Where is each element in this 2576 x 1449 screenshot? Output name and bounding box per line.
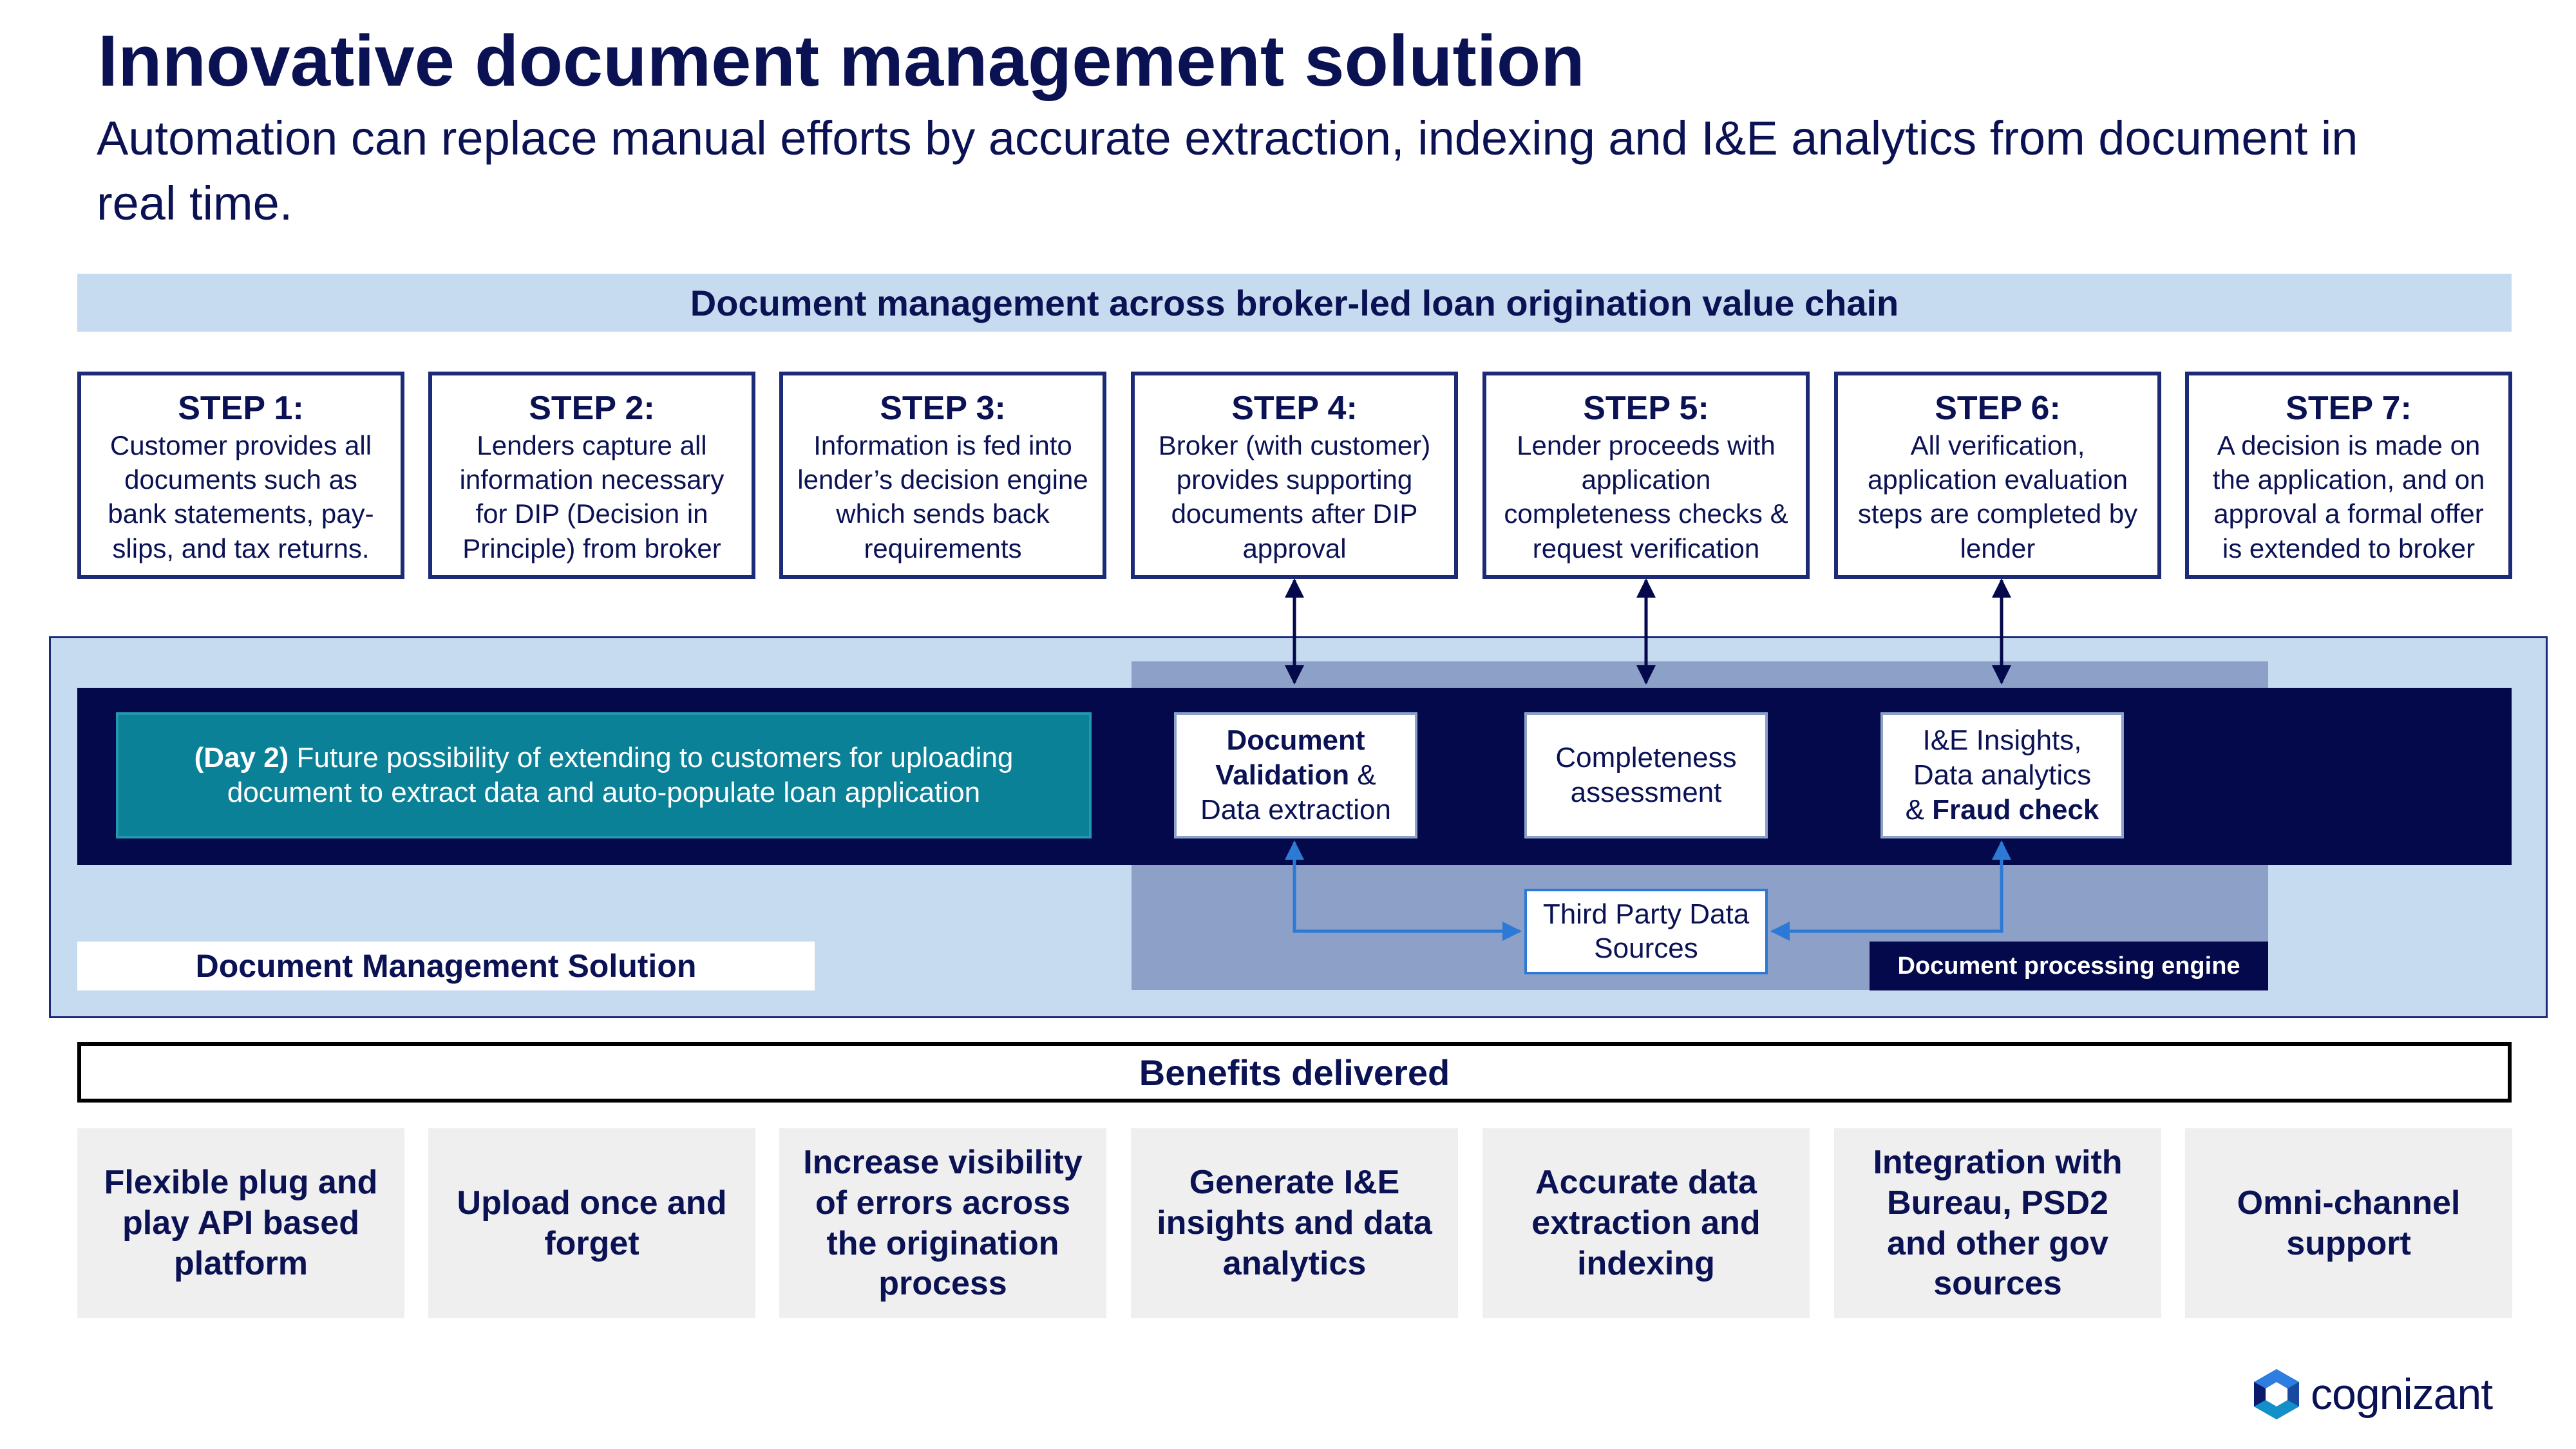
day2-text: Future possibility of extending to custo… (227, 742, 1014, 808)
third-party-data-sources-box: Third Party Data Sources (1524, 889, 1768, 974)
step-title: STEP 5: (1583, 390, 1709, 427)
step-description: Customer provides all documents such as … (108, 430, 374, 564)
benefit-card: Increase visibility of errors across the… (779, 1128, 1106, 1318)
insights-text-2: Data analytics (1913, 759, 2092, 791)
benefit-card: Upload once and forget (428, 1128, 755, 1318)
benefit-card: Omni-channel support (2185, 1128, 2512, 1318)
benefit-card: Generate I&E insights and data analytics (1131, 1128, 1458, 1318)
step-6-box: STEP 6: All verification, application ev… (1834, 372, 2161, 579)
benefit-card: Flexible plug and play API based platfor… (77, 1128, 404, 1318)
doc-validation-rest: Data extraction (1200, 793, 1391, 826)
step-2-box: STEP 2: Lenders capture all information … (428, 372, 755, 579)
doc-validation-bold: Document Validation (1215, 724, 1365, 791)
step-title: STEP 1: (178, 390, 304, 427)
step-description: All verification, application evaluation… (1857, 430, 2138, 564)
step-description: Lenders capture all information necessar… (459, 430, 724, 564)
benefits-header: Benefits delivered (77, 1042, 2512, 1103)
step-title: STEP 7: (2286, 390, 2412, 427)
page-title: Innovative document management solution (98, 21, 1585, 101)
insights-amp: & (1905, 793, 1933, 826)
benefit-card: Accurate data extraction and indexing (1482, 1128, 1810, 1318)
page-subtitle: Automation can replace manual efforts by… (97, 111, 2358, 230)
step-title: STEP 3: (880, 390, 1006, 427)
completeness-label: Completeness assessment (1555, 742, 1737, 808)
arrow-validation-thirdparty (1285, 840, 1522, 941)
doc-validation-amp: & (1349, 759, 1376, 791)
step-description: A decision is made on the application, a… (2212, 430, 2485, 564)
insights-fraud-box: I&E Insights,Data analytics& Fraud check (1880, 712, 2124, 838)
arrow-insights-thirdparty (1770, 840, 2011, 941)
benefit-card: Integration with Bureau, PSD2 and other … (1834, 1128, 2161, 1318)
cognizant-logo: cognizant (2249, 1365, 2493, 1423)
document-management-solution-label: Document Management Solution (77, 942, 815, 990)
step-1-box: STEP 1: Customer provides all documents … (77, 372, 404, 579)
step-3-box: STEP 3: Information is fed into lender’s… (779, 372, 1106, 579)
step-4-box: STEP 4: Broker (with customer) provides … (1131, 372, 1458, 579)
step-title: STEP 6: (1935, 390, 2061, 427)
step-description: Lender proceeds with application complet… (1504, 430, 1788, 564)
day2-label: (Day 2) (194, 742, 289, 774)
day2-future-box: (Day 2) Future possibility of extending … (116, 712, 1092, 838)
completeness-assessment-box: Completeness assessment (1524, 712, 1768, 838)
fraud-check-bold: Fraud check (1932, 793, 2099, 826)
logo-text: cognizant (2311, 1370, 2493, 1419)
step-description: Information is fed into lender’s decisio… (797, 430, 1088, 564)
cognizant-logo-icon (2254, 1369, 2299, 1419)
step-7-box: STEP 7: A decision is made on the applic… (2185, 372, 2512, 579)
step-title: STEP 4: (1231, 390, 1358, 427)
document-validation-box: Document Validation &Data extraction (1174, 712, 1417, 838)
step-description: Broker (with customer) provides supporti… (1158, 430, 1431, 564)
step-title: STEP 2: (529, 390, 655, 427)
third-party-label: Third Party Data Sources (1542, 898, 1750, 964)
step-5-box: STEP 5: Lender proceeds with application… (1482, 372, 1810, 579)
insights-text-1: I&E Insights, (1922, 724, 2082, 757)
value-chain-header: Document management across broker-led lo… (77, 274, 2512, 332)
document-processing-engine-label: Document processing engine (1870, 942, 2268, 990)
